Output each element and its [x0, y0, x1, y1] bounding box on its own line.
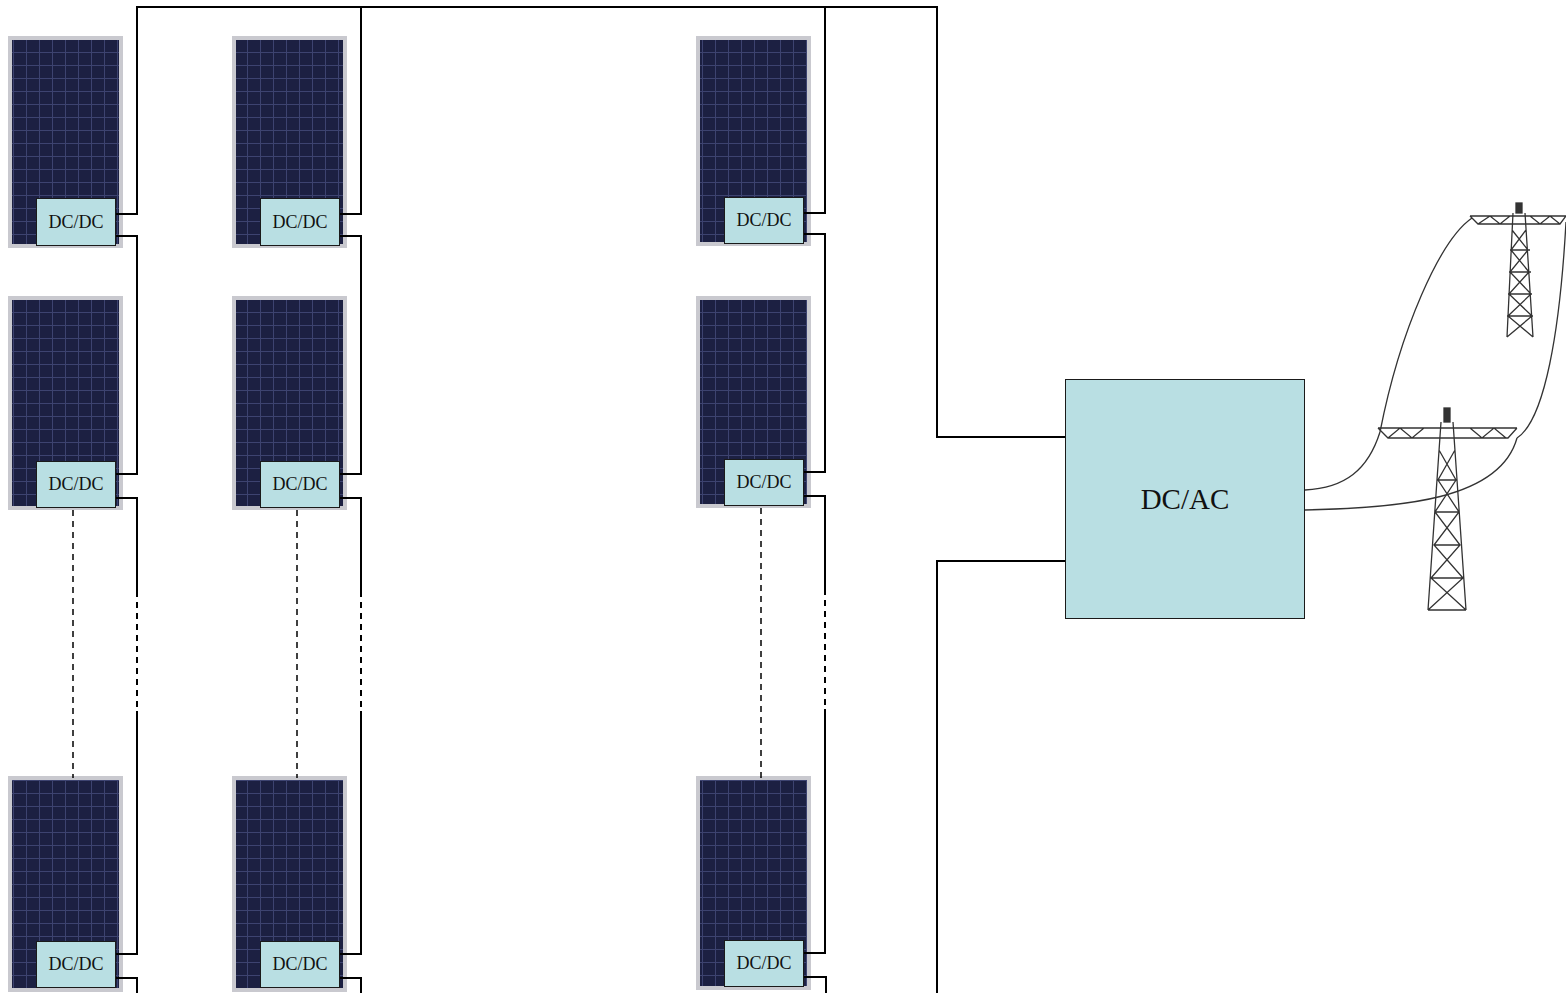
box-label: DC/DC: [272, 212, 327, 233]
string-leads: [116, 561, 1065, 993]
box-label: DC/DC: [736, 472, 791, 493]
wire: [804, 496, 825, 589]
tower-arm: [1470, 216, 1566, 224]
converter-box: DC/DC: [724, 940, 804, 987]
wire: [340, 978, 361, 993]
wire: [136, 591, 138, 711]
solar-panel: [10, 778, 121, 990]
box-label: DC/DC: [48, 954, 103, 975]
box-label: DC/DC: [272, 954, 327, 975]
box-label: DC/DC: [736, 953, 791, 974]
wire: [937, 561, 1065, 993]
solar-panels: [10, 38, 809, 990]
converter-box: DC/DC: [36, 941, 116, 988]
wire: [116, 7, 1065, 437]
box-label: DC/DC: [48, 212, 103, 233]
wire: [116, 711, 137, 954]
wire: [804, 7, 1065, 437]
solar-panel: [698, 298, 809, 506]
series-wire: [804, 496, 825, 953]
converter-box: DC/DC: [260, 198, 340, 246]
wire: [116, 498, 137, 591]
transmission-towers: [1378, 203, 1566, 610]
converter-box: DC/DC: [724, 459, 804, 506]
wire: [116, 236, 137, 474]
power-line: [1517, 222, 1566, 438]
tower-arm: [1378, 428, 1517, 438]
solar-panel: [234, 298, 345, 508]
series-wire: [804, 7, 1065, 437]
tower-lattice: [1428, 422, 1466, 610]
tower-top: [1516, 203, 1522, 213]
power-line: [1305, 438, 1517, 510]
tower-top: [1444, 408, 1450, 422]
series-wire: [804, 234, 825, 472]
wire: [804, 709, 825, 953]
solar-panel: [10, 298, 121, 508]
wire: [804, 234, 825, 472]
inverter-box: DC/AC: [1065, 379, 1305, 619]
converter-box: DC/DC: [724, 197, 804, 244]
wire: [340, 498, 361, 591]
power-line: [1380, 218, 1472, 432]
wire: [340, 711, 361, 954]
converter-box: DC/DC: [260, 461, 340, 508]
series-wire: [340, 7, 1065, 437]
power-lines: [1305, 218, 1566, 510]
box-label: DC/AC: [1141, 483, 1230, 516]
box-label: DC/DC: [736, 210, 791, 231]
solar-panel: [234, 38, 345, 246]
converter-box: DC/DC: [36, 461, 116, 508]
series-wire: [116, 498, 137, 954]
series-wire: [340, 236, 361, 474]
converter-box: DC/DC: [36, 198, 116, 246]
wire: [824, 589, 826, 709]
box-label: DC/DC: [272, 474, 327, 495]
solar-panel: [698, 38, 809, 244]
wire: [116, 978, 137, 993]
series-wire: [340, 498, 361, 954]
continuation-dashes: [73, 508, 761, 778]
dashed-line: [296, 510, 298, 778]
dashed-line: [72, 510, 74, 778]
wire: [360, 591, 362, 711]
tower-lattice: [1507, 213, 1533, 337]
wire: [804, 977, 826, 993]
dashed-line: [760, 508, 762, 778]
power-line: [1305, 432, 1380, 490]
solar-panel: [10, 38, 121, 246]
wire: [340, 7, 1065, 437]
series-wire: [116, 236, 137, 474]
box-label: DC/DC: [48, 474, 103, 495]
series-wire: [116, 7, 1065, 437]
wire: [340, 236, 361, 474]
solar-panel: [698, 778, 809, 988]
converter-box: DC/DC: [260, 941, 340, 988]
solar-panel: [234, 778, 345, 990]
